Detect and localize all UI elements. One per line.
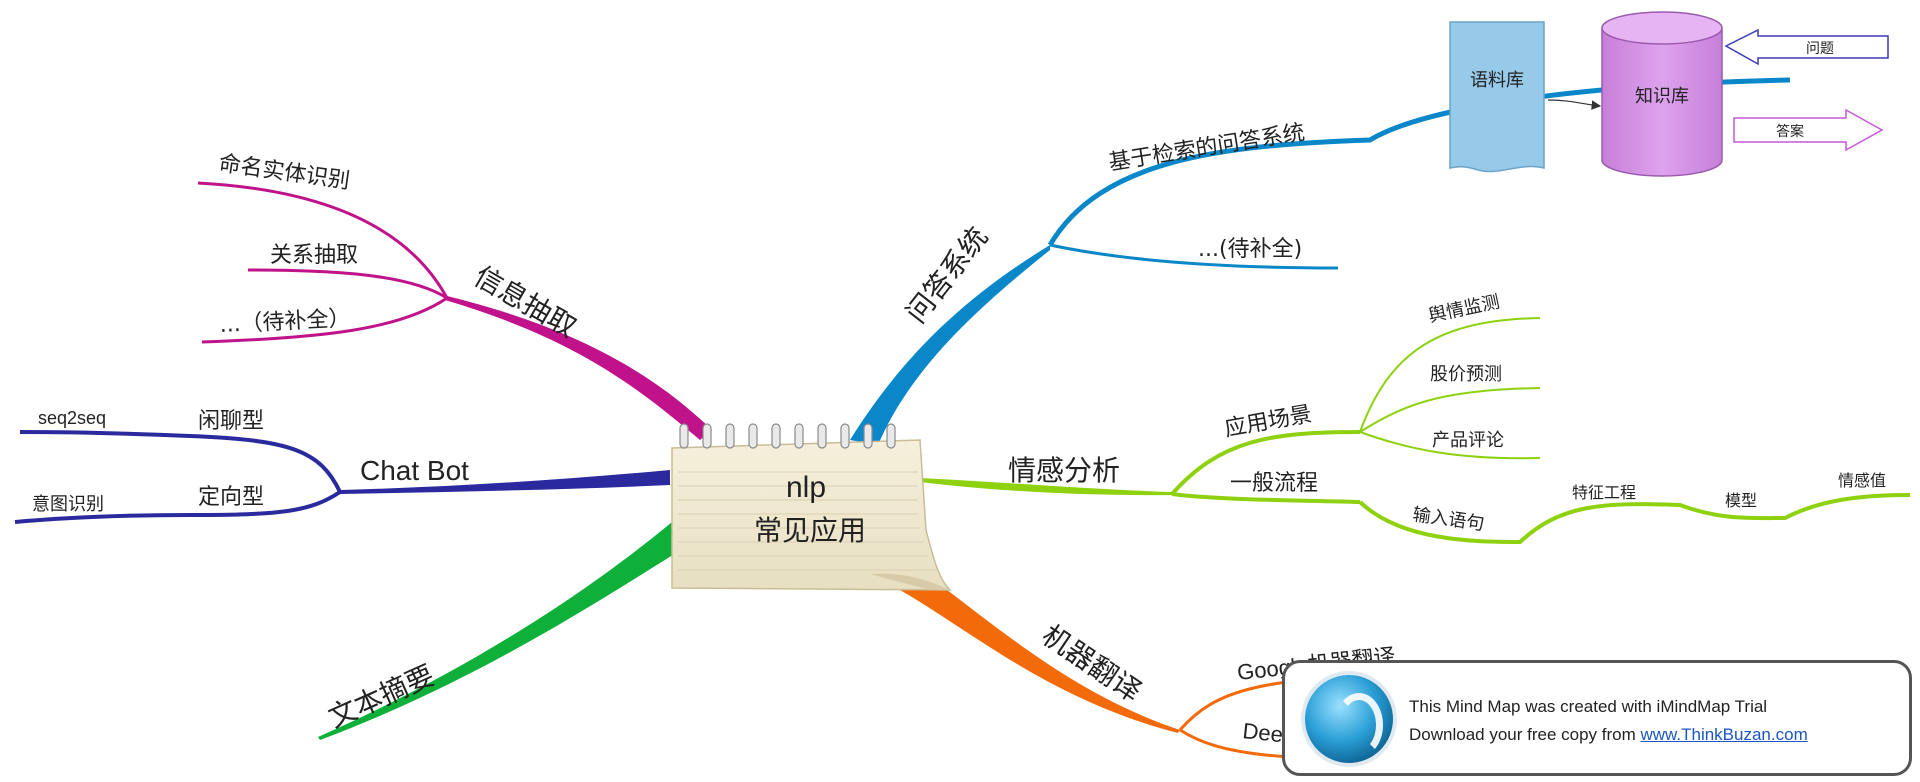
info-sub-line-1 [197,181,449,299]
kb-label: 知识库 [1635,86,1689,107]
corpus-document-icon [1449,21,1545,173]
center-subtitle: 常见应用 [754,514,866,547]
chatbot-sub-line-2 [14,490,342,524]
info-sub-line-2 [247,268,448,300]
pipeline-step-4: 情感值 [1838,471,1886,490]
pipeline-step-2: 特征工程 [1572,483,1636,502]
scene-3: 产品评论 [1432,430,1504,451]
answer-arrow-icon [1733,108,1884,152]
thinkbuzan-link[interactable]: www.ThinkBuzan.com [1640,725,1808,744]
branch-label-summary: 文本摘要 [323,659,439,735]
scene-2: 股价预测 [1430,364,1502,385]
scene-line-3 [1359,431,1541,460]
imindmap-logo-icon [1301,671,1397,767]
sentiment-sub-line-2 [1171,492,1361,504]
pipeline-line [1358,493,1911,545]
qa-child-1: 基于检索的问答系统 [1107,120,1306,176]
kb-cylinder-icon [1601,28,1723,177]
answer-label: 答案 [1776,123,1804,140]
qa-child-2: ...(待补全) [1198,237,1302,262]
branch-qa [850,245,1050,445]
chatbot-child-2: 定向型 [198,485,264,510]
info-child-2: 关系抽取 [270,243,358,268]
branch-summary [318,522,700,740]
corpus-to-kb-arrow [1547,99,1602,110]
scene-line-2 [1359,387,1541,433]
chatbot-grandchild-2: 意图识别 [32,494,104,515]
banner-download-text: Download your free copy from [1409,725,1641,744]
branch-label-chatbot: Chat Bot [360,455,469,486]
chatbot-child-1: 闲聊型 [198,409,264,434]
pipeline-step-3: 模型 [1725,491,1757,510]
qa-figure: 语料库 知识库 问题 答案 [1449,11,1889,177]
qa-sub-line-2 [1049,243,1339,270]
branch-label-qa: 问答系统 [900,221,995,330]
info-sub-line-3 [201,296,448,344]
notepad-rings [679,423,896,449]
trial-banner: This Mind Map was created with iMindMap … [1282,660,1912,776]
branch-label-info: 信息抽取 [469,259,583,344]
question-label: 问题 [1806,41,1834,57]
scene-line-1 [1359,317,1541,433]
chatbot-sub-line-1 [19,430,342,493]
pipeline-step-1: 输入语句 [1411,504,1485,535]
banner-line2: Download your free copy from www.ThinkBu… [1409,725,1808,745]
chatbot-grandchild-1: seq2seq [38,408,106,428]
sentiment-sub-line-1 [1170,430,1361,496]
branch-chatbot [340,470,670,494]
branch-label-sentiment: 情感分析 [1008,454,1120,487]
sentiment-child-2: 一般流程 [1230,471,1318,496]
question-arrow-icon [1724,28,1889,66]
central-notepad: nlp 常见应用 [671,423,952,591]
banner-line1: This Mind Map was created with iMindMap … [1409,697,1768,716]
center-title: nlp [786,471,826,504]
corpus-label: 语料库 [1470,70,1524,91]
info-child-1: 命名实体识别 [217,151,351,194]
branch-sentiment [920,478,1172,496]
